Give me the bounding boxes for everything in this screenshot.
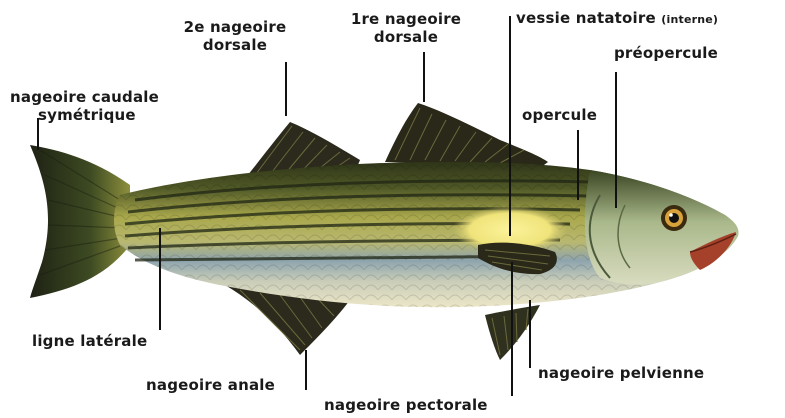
- label-first-dorsal-fin: 1re nageoire dorsale: [332, 10, 480, 46]
- head-shape: [585, 170, 739, 285]
- label-first-dorsal-line1: 1re nageoire: [332, 10, 480, 28]
- label-pectoral-fin: nageoire pectorale: [324, 396, 488, 414]
- label-caudal-line2: symétrique: [10, 106, 159, 124]
- label-caudal-line1: nageoire caudale: [10, 88, 159, 106]
- label-lateral-line: ligne latérale: [32, 332, 147, 350]
- label-first-dorsal-line2: dorsale: [332, 28, 480, 46]
- label-pelvic-fin: nageoire pelvienne: [538, 364, 704, 382]
- label-swim-bladder-note: (interne): [661, 13, 718, 26]
- label-anal-fin: nageoire anale: [146, 376, 275, 394]
- label-swim-bladder-main: vessie natatoire: [516, 9, 656, 27]
- label-operculum: opercule: [522, 106, 597, 124]
- label-second-dorsal-line1: 2e nageoire: [176, 18, 294, 36]
- label-swim-bladder: vessie natatoire (interne): [516, 9, 718, 29]
- label-caudal-fin: nageoire caudale symétrique: [10, 88, 159, 124]
- label-preopercle: préopercule: [614, 44, 718, 62]
- label-second-dorsal-fin: 2e nageoire dorsale: [176, 18, 294, 54]
- label-second-dorsal-line2: dorsale: [176, 36, 294, 54]
